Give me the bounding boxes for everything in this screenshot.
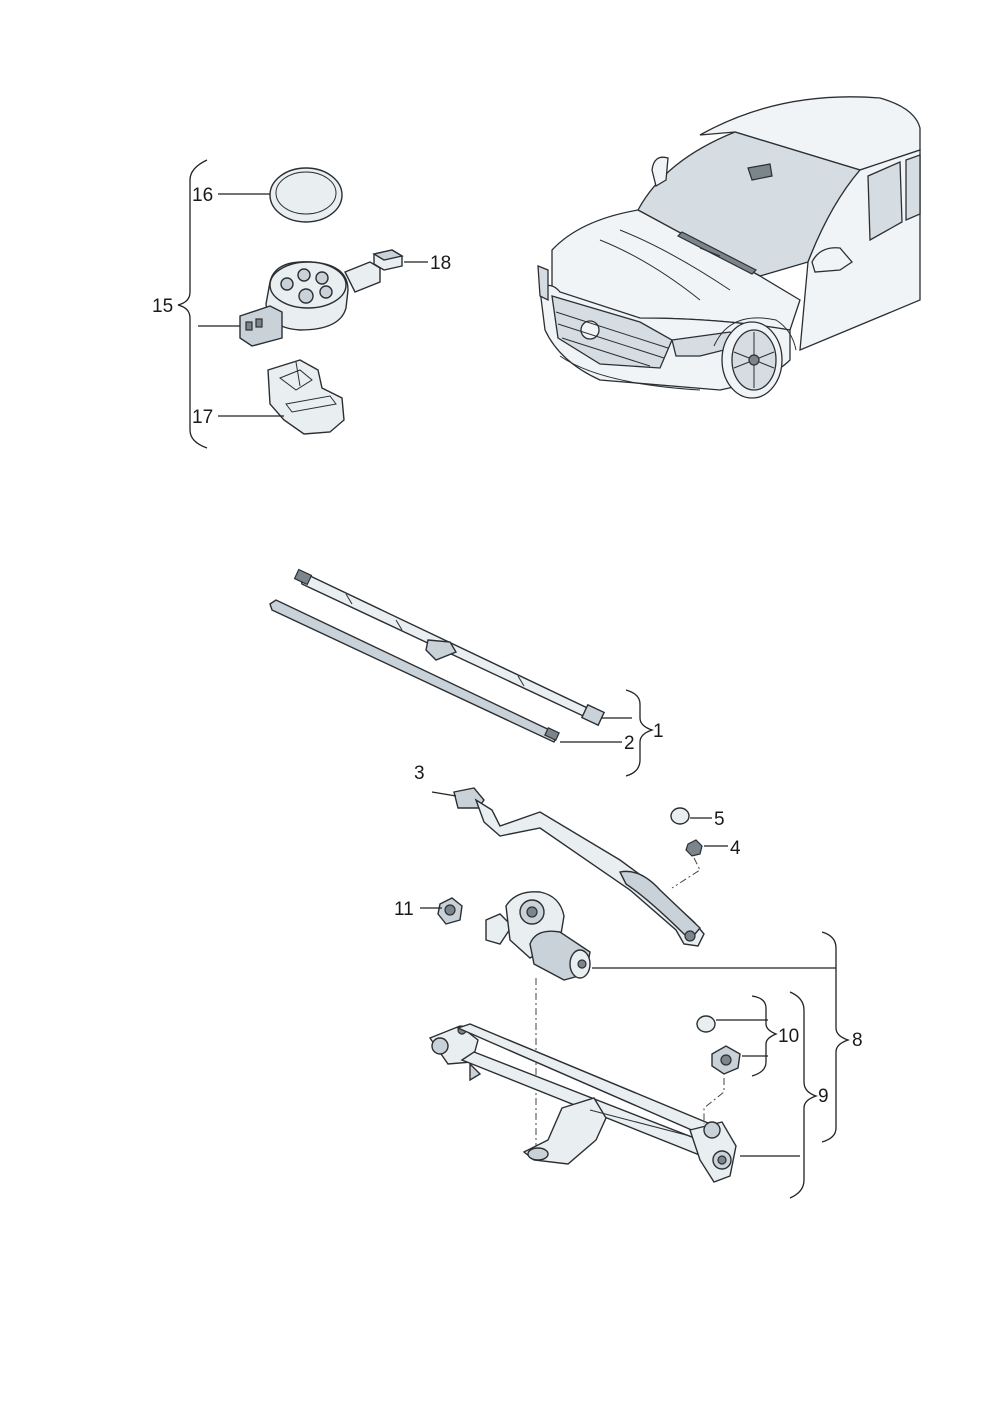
callout-11: 11	[394, 899, 414, 920]
bracket-15	[177, 159, 208, 449]
wiper-arm-3	[453, 787, 705, 947]
wiper-motor	[485, 891, 591, 981]
callout-8: 8	[852, 1030, 863, 1051]
callout-16: 16	[192, 185, 213, 206]
callout-18: 18	[430, 253, 451, 274]
car-illustration	[537, 96, 921, 399]
grille	[551, 295, 673, 369]
sensor-bracket-17	[267, 359, 345, 435]
callout-15: 15	[152, 296, 173, 317]
connector-18	[372, 249, 404, 271]
wiper-blade-1	[293, 568, 606, 727]
cap-5	[670, 807, 690, 825]
nut-4	[685, 839, 703, 857]
bracket-1	[625, 689, 655, 777]
callout-17: 17	[192, 407, 213, 428]
rubber-mount-11	[437, 897, 463, 925]
callout-5: 5	[714, 809, 725, 830]
rain-sensor-group	[177, 159, 428, 449]
bracket-10	[751, 995, 778, 1077]
wiper-blades	[269, 568, 655, 777]
callout-2: 2	[624, 733, 635, 754]
gel-pad-16	[269, 167, 343, 223]
callout-3: 3	[414, 763, 425, 784]
nut-10	[711, 1045, 741, 1075]
callout-4: 4	[730, 838, 741, 859]
wiper-linkage-9	[428, 1023, 737, 1183]
rain-sensor-15	[239, 261, 381, 347]
callout-10: 10	[778, 1026, 799, 1047]
callout-1: 1	[653, 721, 664, 742]
wiper-blade-2	[269, 599, 560, 743]
callout-9: 9	[818, 1086, 829, 1107]
cap-10	[696, 1015, 716, 1033]
bracket-9	[789, 991, 819, 1199]
bracket-8	[821, 931, 851, 1143]
